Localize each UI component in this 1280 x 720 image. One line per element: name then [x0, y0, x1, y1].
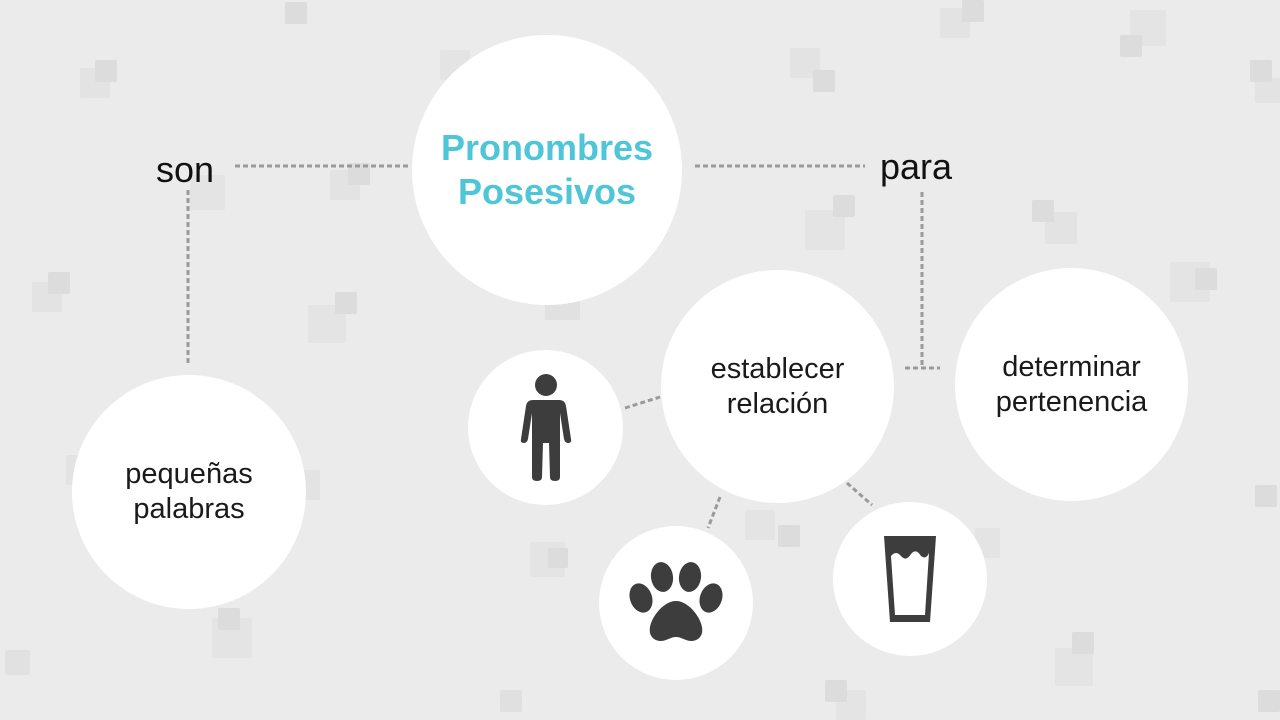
node-label: determinar pertenencia [996, 350, 1148, 420]
node-label: pequeñas palabras [125, 457, 252, 527]
glass-of-milk-icon [884, 536, 936, 622]
title-line-1: Pronombres [440, 127, 654, 168]
node-line-2: relación [726, 387, 829, 420]
node-determinar-pertenencia: determinar pertenencia [955, 268, 1188, 501]
connector-para: para [880, 146, 953, 187]
person-icon [520, 373, 571, 481]
node-paw [599, 526, 753, 680]
connector-son: son [156, 149, 215, 190]
line-relacion-to-person [624, 395, 661, 410]
node-line-2: palabras [133, 493, 245, 525]
node-establecer-relacion: establecer relación [661, 270, 894, 503]
node-glass [833, 502, 987, 656]
node-line-1: determinar [1002, 350, 1141, 383]
node-label: establecer relación [711, 352, 845, 422]
line-relacion-to-glass [846, 481, 873, 507]
title-node: Pronombres Posesivos [412, 35, 682, 305]
line-relacion-to-paw [706, 496, 722, 529]
node-line-2: pertenencia [995, 385, 1148, 418]
node-line-1: pequeñas [125, 458, 253, 490]
node-pequenas-palabras: pequeñas palabras [72, 375, 306, 609]
node-line-1: establecer [710, 352, 845, 385]
paw-icon [629, 562, 723, 641]
title-line-2: Posesivos [457, 171, 637, 212]
node-person [468, 350, 623, 505]
diagram-title: Pronombres Posesivos [441, 126, 653, 214]
